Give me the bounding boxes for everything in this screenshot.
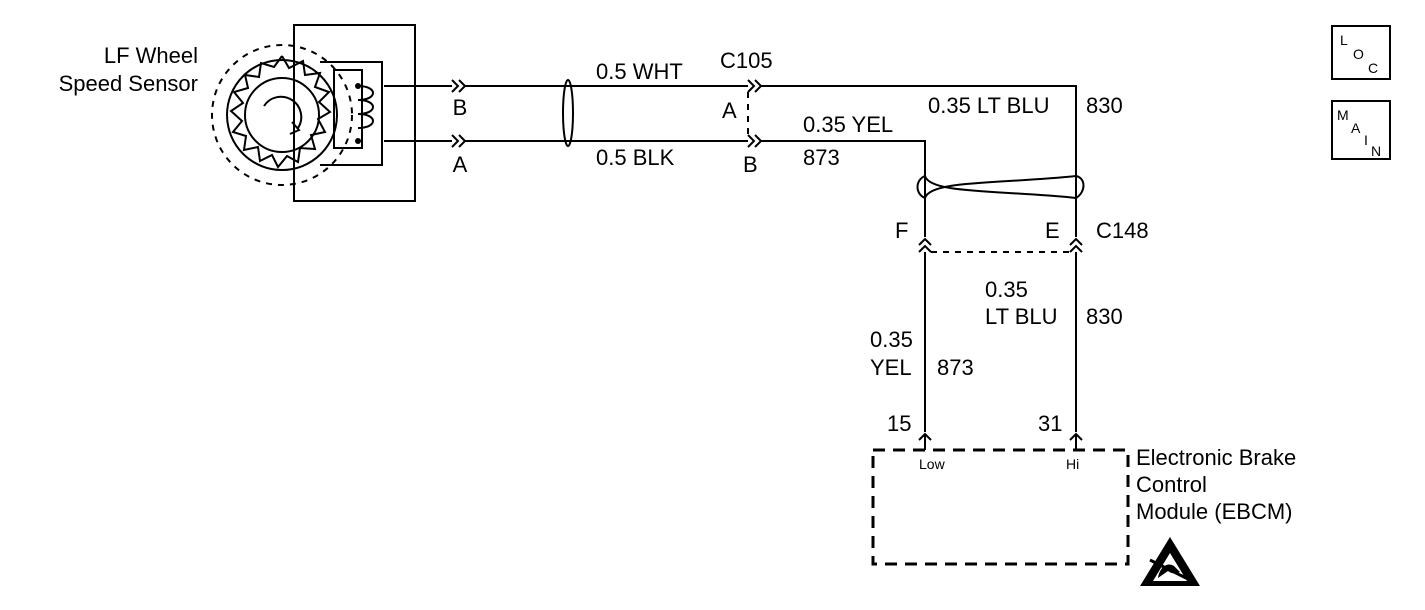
tone-wheel-teeth bbox=[229, 55, 332, 169]
c105-pin-a: A bbox=[722, 98, 737, 123]
c105-pin-b: B bbox=[743, 152, 758, 177]
loc-letter-l: L bbox=[1340, 32, 1348, 48]
ebcm-name-line1: Electronic Brake bbox=[1136, 445, 1296, 470]
ebcm-pin-31: 31 bbox=[1038, 411, 1062, 436]
sensor-pin-b: B bbox=[453, 95, 468, 120]
wire-yel-873 bbox=[761, 140, 926, 237]
twisted-pair-crossing-icon bbox=[916, 174, 1085, 200]
loc-badge: L O C bbox=[1331, 25, 1391, 80]
c148-pin-e-icon bbox=[1069, 237, 1083, 253]
wire-label-830: 830 bbox=[1086, 93, 1123, 118]
twisted-pair-icon bbox=[562, 79, 574, 147]
c148-pin-f: F bbox=[895, 218, 908, 243]
coil-icon bbox=[357, 85, 374, 129]
harness-left: B A 0.5 WHT 0.5 BLK bbox=[384, 59, 748, 177]
wheel-speed-sensor: LF Wheel Speed Sensor bbox=[59, 24, 416, 202]
wire-label-yel: 0.35 YEL bbox=[803, 112, 893, 137]
ebcm: 15 31 Low Hi Electronic Brake Control Mo… bbox=[871, 411, 1296, 586]
sensor-title-line1: LF Wheel bbox=[104, 43, 198, 68]
main-letter-i: I bbox=[1364, 132, 1368, 148]
c148-label: C148 bbox=[1096, 218, 1149, 243]
vert-right-size: 0.35 bbox=[985, 277, 1028, 302]
c148-pin-e: E bbox=[1045, 218, 1060, 243]
main-letter-m: M bbox=[1337, 107, 1349, 123]
main-badge: M A I N bbox=[1331, 100, 1391, 160]
ebcm-name-line3: Module (EBCM) bbox=[1136, 499, 1292, 524]
connector-c105: C105 A B bbox=[720, 48, 773, 177]
sensor-title-line2: Speed Sensor bbox=[59, 71, 198, 96]
vert-right-color: LT BLU bbox=[985, 304, 1058, 329]
sensor-connector-b-icon bbox=[451, 79, 467, 93]
ebcm-pin-15: 15 bbox=[887, 411, 911, 436]
vert-left-color: YEL bbox=[870, 355, 912, 380]
vert-right-circuit: 830 bbox=[1086, 304, 1123, 329]
rotation-arrow-icon bbox=[263, 95, 303, 129]
tone-wheel-inner bbox=[244, 77, 320, 153]
wire-label-0-5-blk: 0.5 BLK bbox=[596, 145, 675, 170]
c105-pin-a-icon bbox=[747, 79, 763, 93]
vert-left-circuit: 873 bbox=[937, 355, 974, 380]
main-letter-a: A bbox=[1351, 120, 1361, 136]
main-letter-n: N bbox=[1371, 143, 1381, 159]
c105-pin-b-icon bbox=[747, 134, 763, 148]
sensor-connector-a-icon bbox=[451, 134, 467, 148]
tone-wheel-outline bbox=[211, 44, 353, 186]
pickup-frame bbox=[320, 61, 383, 166]
tone-wheel-outer bbox=[226, 59, 338, 171]
wire-label-0-5-wht: 0.5 WHT bbox=[596, 59, 683, 84]
pickup-core bbox=[333, 69, 363, 149]
vert-left-size: 0.35 bbox=[870, 327, 913, 352]
sensor-housing bbox=[293, 24, 416, 202]
ebcm-low-label: Low bbox=[919, 456, 946, 472]
wire-label-873: 873 bbox=[803, 145, 840, 170]
esd-warning-icon bbox=[1140, 537, 1200, 586]
harness-right: 0.35 LT BLU 830 0.35 YEL 873 F E C148 0.… bbox=[761, 85, 1149, 432]
wire-label-lt-blu: 0.35 LT BLU bbox=[928, 93, 1049, 118]
loc-letter-c: C bbox=[1368, 60, 1378, 76]
wire-lt-blu-830 bbox=[761, 85, 1077, 237]
sensor-pin-a: A bbox=[453, 152, 468, 177]
ebcm-hi-label: Hi bbox=[1066, 456, 1079, 472]
ebcm-name-line2: Control bbox=[1136, 472, 1207, 497]
loc-letter-o: O bbox=[1353, 46, 1364, 62]
c148-pin-f-icon bbox=[918, 237, 932, 253]
c105-label: C105 bbox=[720, 48, 773, 73]
coil-terminal-top bbox=[355, 83, 361, 89]
rotation-arrowhead-icon bbox=[289, 121, 301, 135]
ebcm-box bbox=[871, 448, 1130, 566]
coil-terminal-bottom bbox=[355, 138, 361, 144]
